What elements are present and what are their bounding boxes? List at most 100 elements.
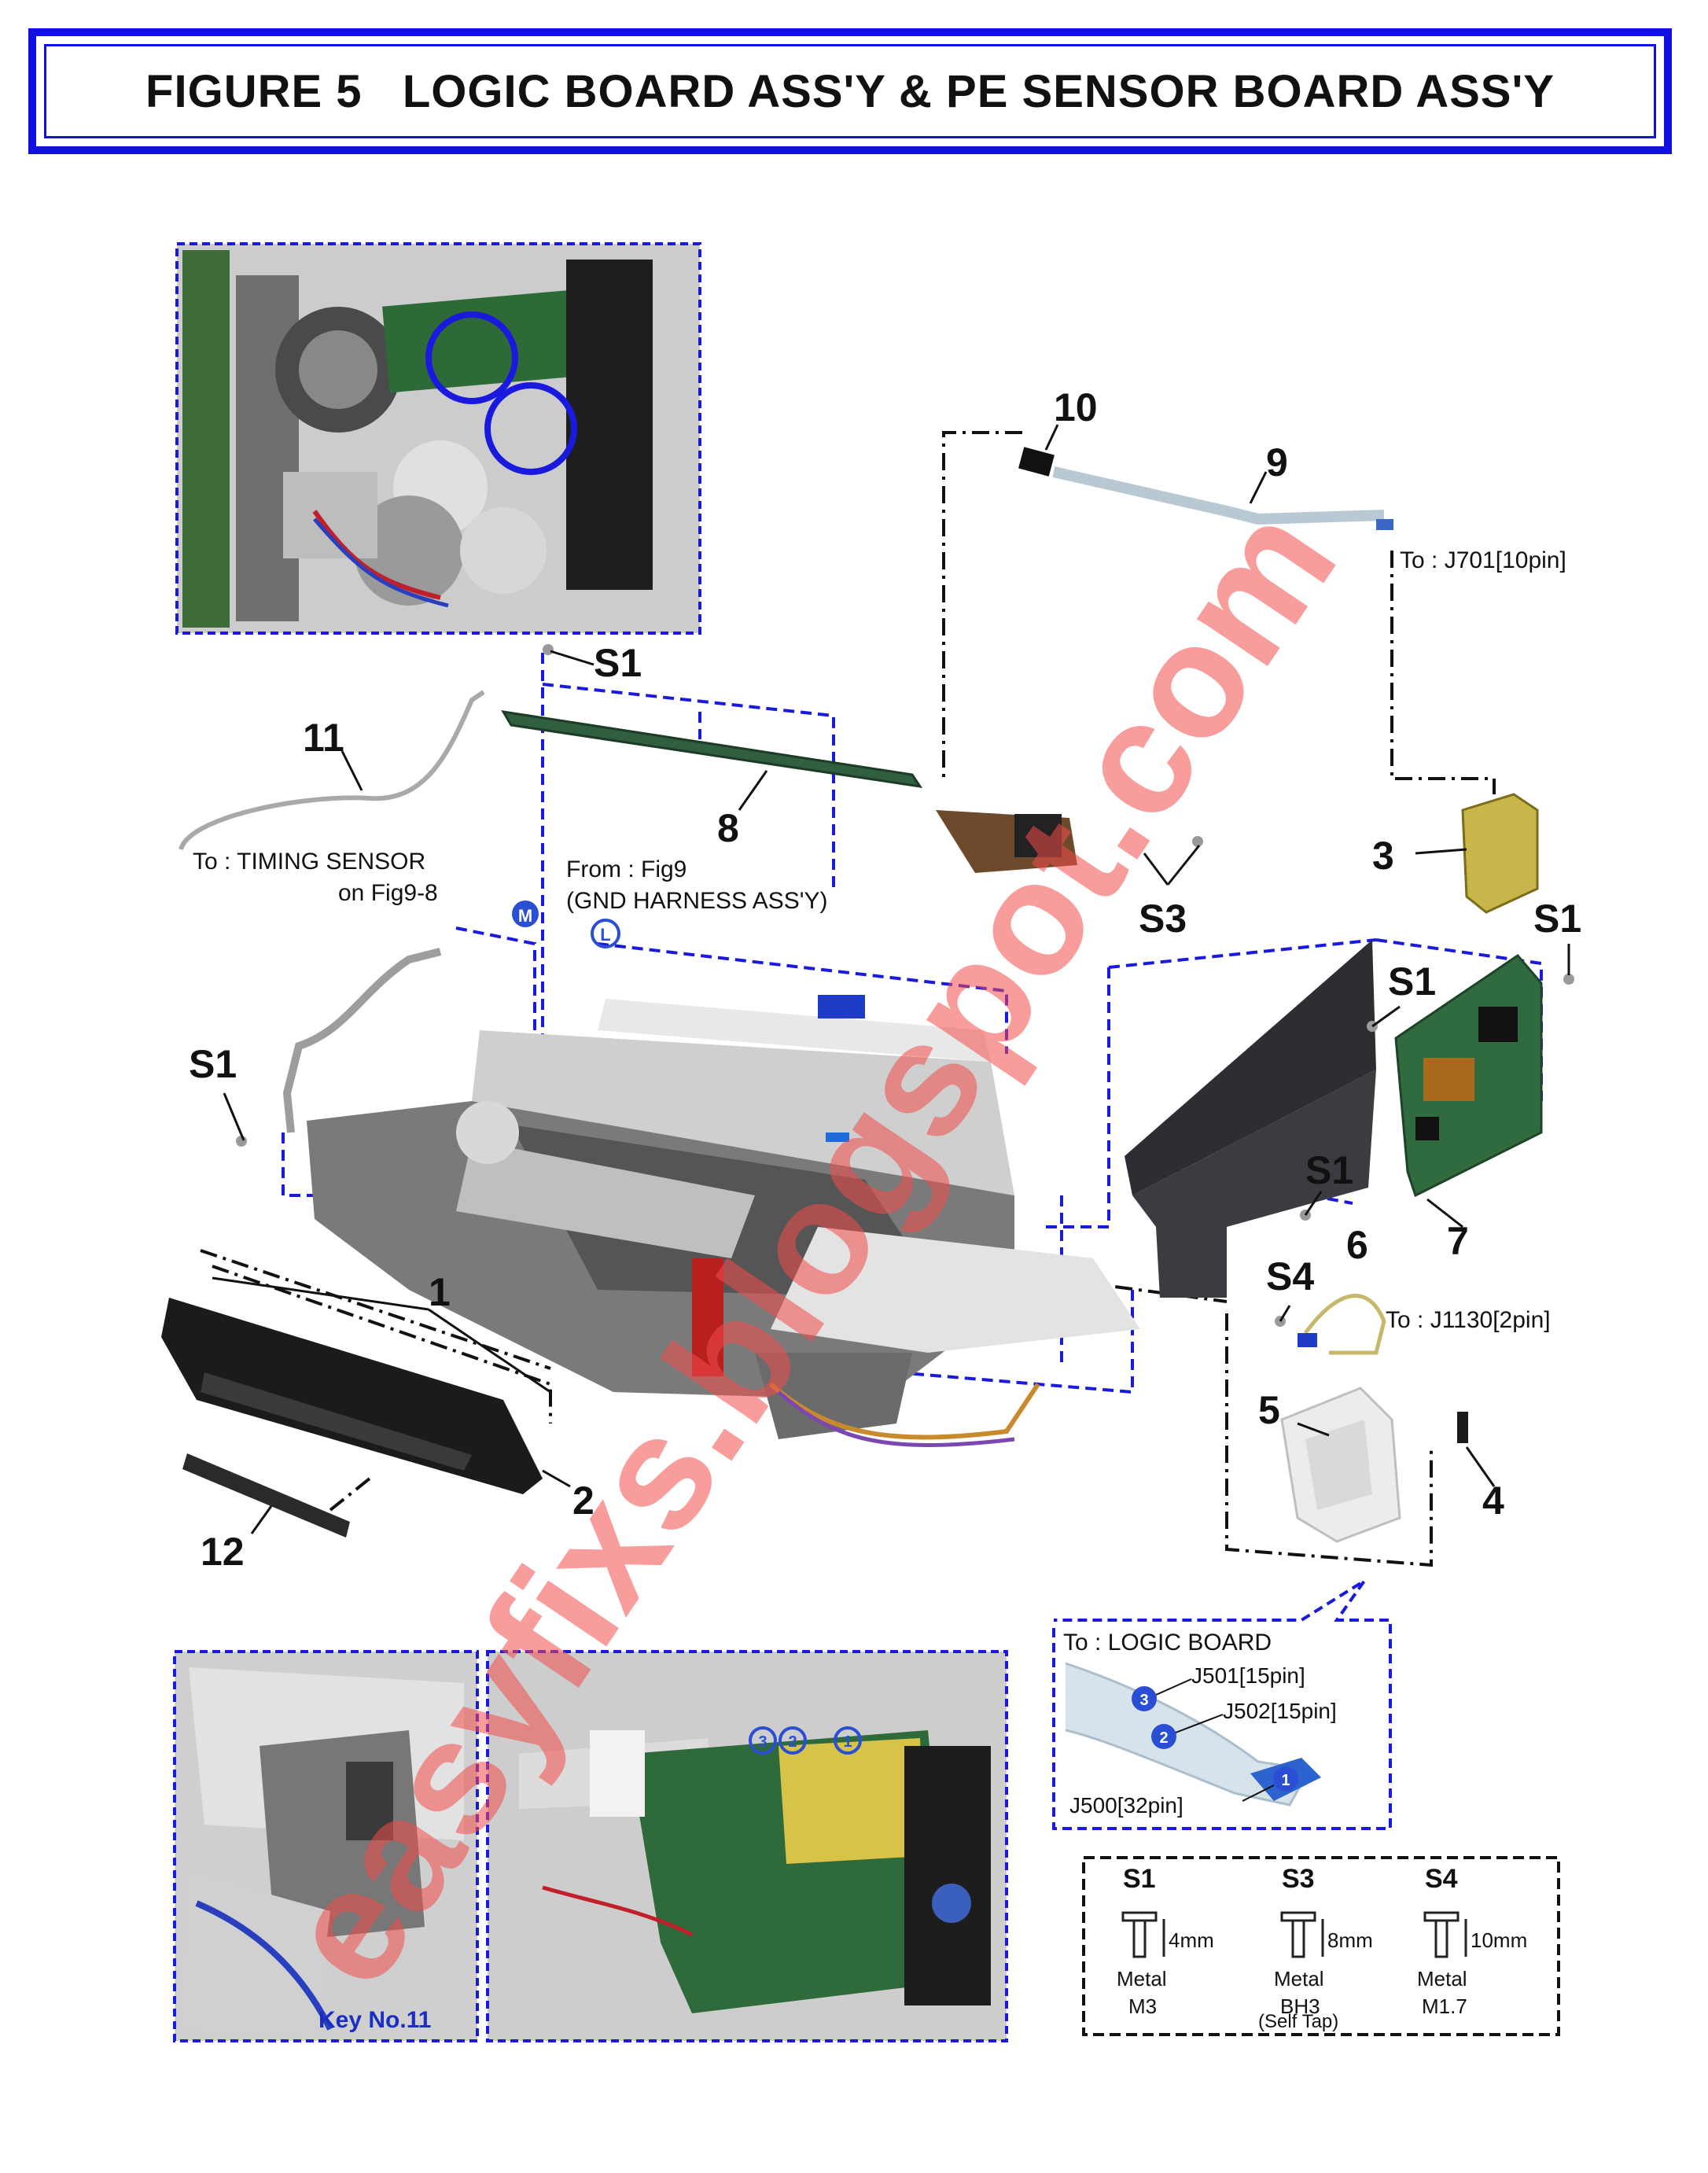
screw-label-s1-top: S1: [594, 641, 642, 685]
screw-label-s1-right: S1: [1533, 897, 1581, 941]
leader-part-4: [1465, 1446, 1496, 1487]
part-1-front-cover: [161, 1298, 543, 1494]
screw-label-s1-shield: S1: [1388, 959, 1436, 1004]
title-frame: FIGURE 5 LOGIC BOARD ASS'Y & PE SENSOR B…: [28, 28, 1672, 154]
part-label-10: 10: [1054, 385, 1098, 429]
inset-j500: J500[32pin]: [1069, 1793, 1183, 1818]
top-left-photo-inset: [175, 242, 701, 635]
inset-heading: To : LOGIC BOARD: [1063, 1630, 1272, 1656]
legend-s1-length: 4mm: [1169, 1928, 1214, 1952]
leader-part-12: [250, 1505, 273, 1534]
figure-title: FIGURE 5 LOGIC BOARD ASS'Y & PE SENSOR B…: [145, 65, 1555, 117]
note-timing-sensor-2: on Fig9-8: [338, 880, 438, 906]
svg-text:1: 1: [843, 1733, 852, 1751]
leader-part-1b: [428, 1308, 551, 1394]
inset-j501: J501[15pin]: [1191, 1663, 1305, 1688]
title-inner-frame: FIGURE 5 LOGIC BOARD ASS'Y & PE SENSOR B…: [44, 44, 1656, 138]
svg-text:L: L: [600, 925, 610, 945]
highlight-circle-lower: [484, 382, 577, 475]
legend-s4-length: 10mm: [1471, 1928, 1527, 1952]
svg-text:2: 2: [1159, 1729, 1168, 1747]
screw-label-s1-left: S1: [189, 1042, 237, 1086]
screw-icon-s4: [1423, 1911, 1467, 1958]
note-from-fig9-2: (GND HARNESS ASS'Y): [566, 888, 827, 914]
screw-callout-labels: S1 S1 S3 S1 S1 S1 S4: [189, 641, 1581, 1298]
part-label-12: 12: [201, 1530, 245, 1574]
logic-board-shield: [1125, 940, 1376, 1298]
svg-text:2: 2: [788, 1733, 797, 1751]
logic-board-connector-inset: [1052, 1579, 1392, 1830]
inset-connector-markers: 3 2 1: [1132, 1678, 1298, 1802]
part-label-2: 2: [572, 1479, 594, 1523]
screw-icon-s1: [1121, 1911, 1165, 1958]
legend-s1-code: S1: [1123, 1864, 1156, 1894]
part-6-connector: [1298, 1333, 1317, 1347]
screw-icon-s3: [1280, 1911, 1324, 1958]
part-5-holder: [1280, 1387, 1401, 1543]
leader-part-5: [1297, 1422, 1330, 1437]
legend-s1-material: Metal: [1117, 1967, 1167, 1991]
leader-part-8: [738, 770, 768, 811]
part-label-3: 3: [1372, 834, 1394, 878]
part-label-7: 7: [1447, 1219, 1469, 1263]
leader-part-2: [542, 1469, 571, 1488]
bottom-left-photo-inset: [173, 1650, 479, 2042]
legend-s1-spec: M3: [1128, 1994, 1157, 2018]
note-timing-sensor-1: To : TIMING SENSOR: [193, 849, 425, 875]
part-11-timing-cable: [179, 690, 485, 851]
part-3-bracket: [1461, 793, 1539, 914]
note-from-fig9-1: From : Fig9: [566, 856, 687, 882]
marker-l: L: [591, 919, 620, 948]
photo-inset-markers: 3 2 1: [749, 1726, 862, 1755]
part-label-4: 4: [1482, 1479, 1504, 1523]
part-6-cable: [1303, 1294, 1386, 1355]
legend-s3-extra: (Self Tap): [1258, 2011, 1338, 2032]
legend-s3-material: Metal: [1274, 1967, 1324, 1991]
part-label-5: 5: [1258, 1388, 1280, 1432]
marker-m: M: [512, 901, 539, 927]
part-9-ffc-cable: [1018, 447, 1393, 530]
legend-s4-material: Metal: [1417, 1967, 1467, 1991]
connector-note-labels: To : J701[10pin] To : J1130[2pin] To : T…: [193, 547, 1566, 1333]
bottom-right-photo-inset: [486, 1650, 1008, 2042]
leader-part-7: [1426, 1198, 1463, 1228]
inset-j502: J502[15pin]: [1223, 1699, 1337, 1723]
svg-text:M: M: [518, 906, 532, 926]
legend-s3-length: 8mm: [1327, 1928, 1373, 1952]
svg-text:3: 3: [1139, 1692, 1148, 1709]
part-label-1: 1: [429, 1270, 451, 1314]
svg-text:1: 1: [1281, 1772, 1290, 1789]
part-label-6: 6: [1346, 1223, 1368, 1267]
key-note-label: Key No.11: [318, 2007, 431, 2033]
part-4-clip: [1457, 1412, 1468, 1443]
part-8-pe-sensor-bar: [501, 710, 1077, 873]
screw-label-s4: S4: [1266, 1254, 1314, 1298]
leader-part-11: [340, 750, 363, 791]
screw-label-s3: S3: [1139, 897, 1187, 941]
main-printer-chassis: [307, 995, 1140, 1447]
leader-part-3: [1415, 848, 1467, 855]
leader-part-10: [1044, 424, 1059, 451]
leader-part-1a: [212, 1276, 429, 1311]
note-j701: To : J701[10pin]: [1400, 547, 1566, 573]
leader-part-9: [1249, 471, 1268, 504]
screw-leaders: [223, 650, 1570, 1322]
legend-s4-code: S4: [1425, 1864, 1458, 1894]
legend-s4-spec: M1.7: [1422, 1994, 1467, 2018]
part-label-9: 9: [1266, 440, 1288, 484]
screw-label-s1-lower: S1: [1305, 1148, 1353, 1192]
part-12-strip: [182, 1453, 350, 1538]
left-harness-loop: [282, 948, 442, 1133]
logic-board-inset-labels: To : LOGIC BOARD J501[15pin] J502[15pin]…: [1063, 1630, 1337, 1818]
legend-s3-code: S3: [1282, 1864, 1315, 1894]
legend-s3-spec: BH3: [1280, 1994, 1320, 2018]
svg-text:3: 3: [758, 1733, 767, 1751]
screw-legend: [1082, 1856, 1560, 2036]
part-label-8: 8: [717, 806, 739, 850]
part-number-labels: 10 9 11 8 3 7 6 1 5 4 2 12: [201, 385, 1504, 1574]
part-7-logic-board: [1394, 954, 1543, 1198]
part-label-11: 11: [303, 716, 344, 760]
highlight-circle-upper: [425, 311, 518, 404]
screw-legend-text: S1 4mm Metal M3 S3 8mm Metal BH3 (Self T…: [1117, 1864, 1527, 2032]
